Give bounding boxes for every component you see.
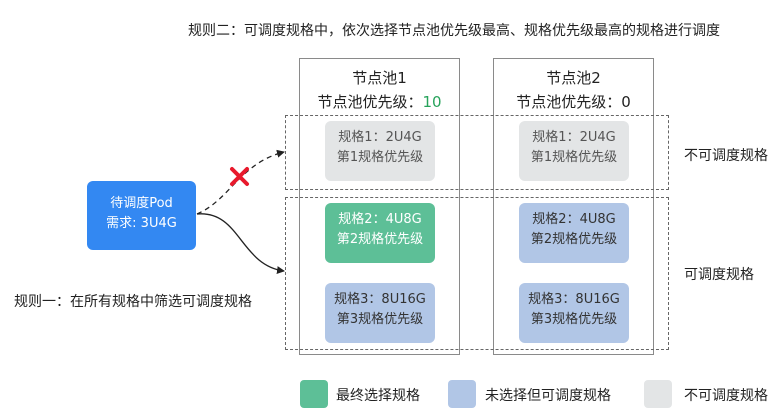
pool-1-flavor-1-priority: 第1规格优先级: [336, 150, 424, 165]
legend-label-final-selected: 最终选择规格: [336, 388, 420, 404]
node-pool-2-priority: 节点池优先级：0: [494, 91, 653, 112]
node-pool-1-title: 节点池1: [352, 69, 407, 87]
pool-1-flavor-2-priority: 第2规格优先级: [336, 232, 424, 247]
pool-2-flavor-3-priority: 第3规格优先级: [530, 312, 618, 327]
legend-label-not-schedulable: 不可调度规格: [684, 388, 768, 404]
rule-one-text: 规则一：在所有规格中筛选可调度规格: [14, 294, 252, 310]
node-pool-1-priority-value: 10: [422, 93, 442, 111]
pool-2-flavor-1: 规格1：2U4G 第1规格优先级: [519, 121, 629, 181]
pool-1-flavor-3-priority: 第3规格优先级: [336, 312, 424, 327]
legend-swatch-not-schedulable: [644, 380, 672, 408]
rule-two-text: 规则二：可调度规格中，依次选择节点池优先级最高、规格优先级最高的规格进行调度: [188, 23, 720, 39]
node-pool-2-priority-value: 0: [621, 93, 631, 111]
legend-swatch-schedulable: [448, 380, 476, 408]
pool-2-flavor-1-priority: 第1规格优先级: [530, 150, 618, 165]
schedulable-label: 可调度规格: [684, 267, 754, 283]
pool-2-flavor-2-name: 规格2：4U8G: [532, 212, 616, 227]
pool-1-flavor-1: 规格1：2U4G 第1规格优先级: [325, 121, 435, 181]
node-pool-1-priority-label: 节点池优先级：: [317, 93, 423, 111]
pool-1-flavor-2: 规格2：4U8G 第2规格优先级: [325, 203, 435, 263]
legend-label-schedulable: 未选择但可调度规格: [485, 388, 611, 404]
rejected-x-icon: [230, 167, 249, 186]
pool-2-flavor-3-name: 规格3：8U16G: [528, 292, 620, 307]
node-pool-2-priority-label: 节点池优先级：: [516, 93, 622, 111]
pending-pod-title: 待调度Pod: [110, 196, 173, 211]
pending-pod-requirement: 需求: 3U4G: [106, 216, 177, 231]
pool-2-flavor-1-name: 规格1：2U4G: [532, 130, 616, 145]
node-pool-2-title: 节点池2: [546, 69, 601, 87]
pool-2-flavor-2-priority: 第2规格优先级: [530, 232, 618, 247]
accepted-arrow: [196, 213, 285, 275]
pending-pod: 待调度Pod 需求: 3U4G: [87, 181, 196, 250]
pool-2-flavor-2: 规格2：4U8G 第2规格优先级: [519, 203, 629, 263]
pool-1-flavor-3-name: 规格3：8U16G: [334, 292, 426, 307]
schedulable-group: [285, 197, 669, 350]
pool-1-flavor-3: 规格3：8U16G 第3规格优先级: [325, 283, 435, 343]
pool-1-flavor-1-name: 规格1：2U4G: [338, 130, 422, 145]
not-schedulable-group: [285, 115, 669, 190]
not-schedulable-label: 不可调度规格: [684, 148, 768, 164]
pool-1-flavor-2-name: 规格2：4U8G: [338, 212, 422, 227]
pool-2-flavor-3: 规格3：8U16G 第3规格优先级: [519, 283, 629, 343]
legend-swatch-final-selected: [300, 380, 328, 408]
node-pool-1-priority: 节点池优先级：10: [300, 91, 459, 112]
rejected-arrow: [196, 149, 285, 215]
